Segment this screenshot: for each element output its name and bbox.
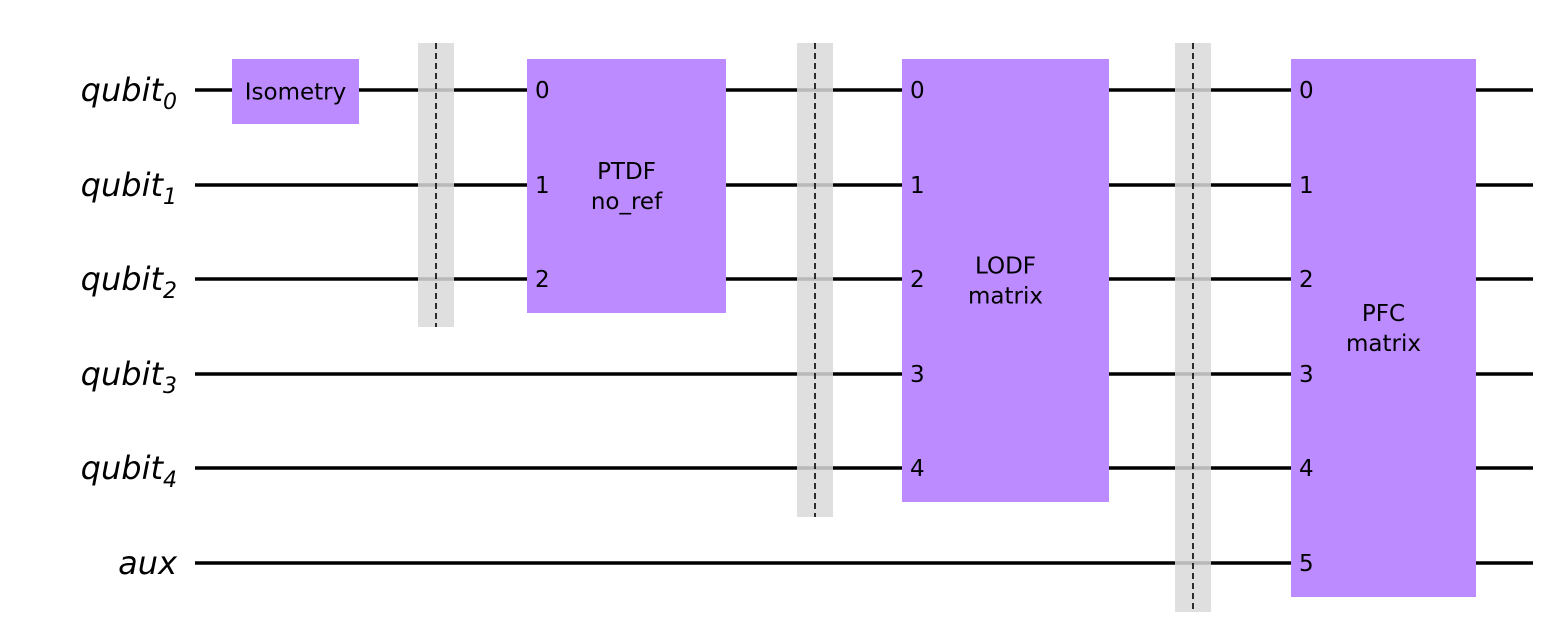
isometry-gate <box>232 59 359 124</box>
barriers-layer <box>418 43 1211 612</box>
wire-label-subscript: 3 <box>163 374 177 399</box>
wire-label-subscript: 2 <box>163 279 177 304</box>
lodf-pin-label: 4 <box>910 456 925 482</box>
ptdf-pin-label: 0 <box>535 78 550 104</box>
lodf-pin-label: 2 <box>910 267 925 293</box>
pfc-pin-label: 4 <box>1299 456 1314 482</box>
wire-label-base: aux <box>118 544 178 582</box>
pfc-gate-label: matrix <box>1346 331 1421 357</box>
pfc-gate-label: PFC <box>1362 301 1405 327</box>
wire-label-base: qubit <box>81 260 165 298</box>
wire-label-4: qubit4 <box>81 449 177 493</box>
lodf-pin-label: 3 <box>910 362 925 388</box>
wire-label-base: qubit <box>81 355 165 393</box>
ptdf-gate <box>527 59 726 313</box>
lodf-gate-label: LODF <box>975 254 1036 280</box>
ptdf-gate-label: PTDF <box>597 159 656 185</box>
ptdf-pin-label: 1 <box>535 173 550 199</box>
pfc-pin-label: 5 <box>1299 551 1314 577</box>
lodf-pin-label: 1 <box>910 173 925 199</box>
wire-label-subscript: 1 <box>163 185 177 210</box>
ptdf-gate-label: no_ref <box>591 189 663 215</box>
wire-label-2: qubit2 <box>81 260 177 304</box>
wire-label-1: qubit1 <box>81 166 177 210</box>
wire-label-subscript: 0 <box>163 90 177 115</box>
wire-label-base: qubit <box>81 449 165 487</box>
wire-label-3: qubit3 <box>81 355 177 399</box>
pfc-gate <box>1291 59 1476 597</box>
isometry-gate-label: Isometry <box>245 80 346 106</box>
wire-label-subscript: 4 <box>163 468 177 493</box>
pfc-pin-label: 1 <box>1299 173 1314 199</box>
lodf-gate <box>902 59 1109 502</box>
pfc-pin-label: 3 <box>1299 362 1314 388</box>
wire-label-5: aux <box>118 544 178 582</box>
wire-label-base: qubit <box>81 71 165 109</box>
pfc-pin-label: 2 <box>1299 267 1314 293</box>
lodf-gate-label: matrix <box>968 284 1043 310</box>
ptdf-pin-label: 2 <box>535 267 550 293</box>
wire-label-0: qubit0 <box>81 71 177 115</box>
lodf-pin-label: 0 <box>910 78 925 104</box>
pfc-pin-label: 0 <box>1299 78 1314 104</box>
wire-label-base: qubit <box>81 166 165 204</box>
